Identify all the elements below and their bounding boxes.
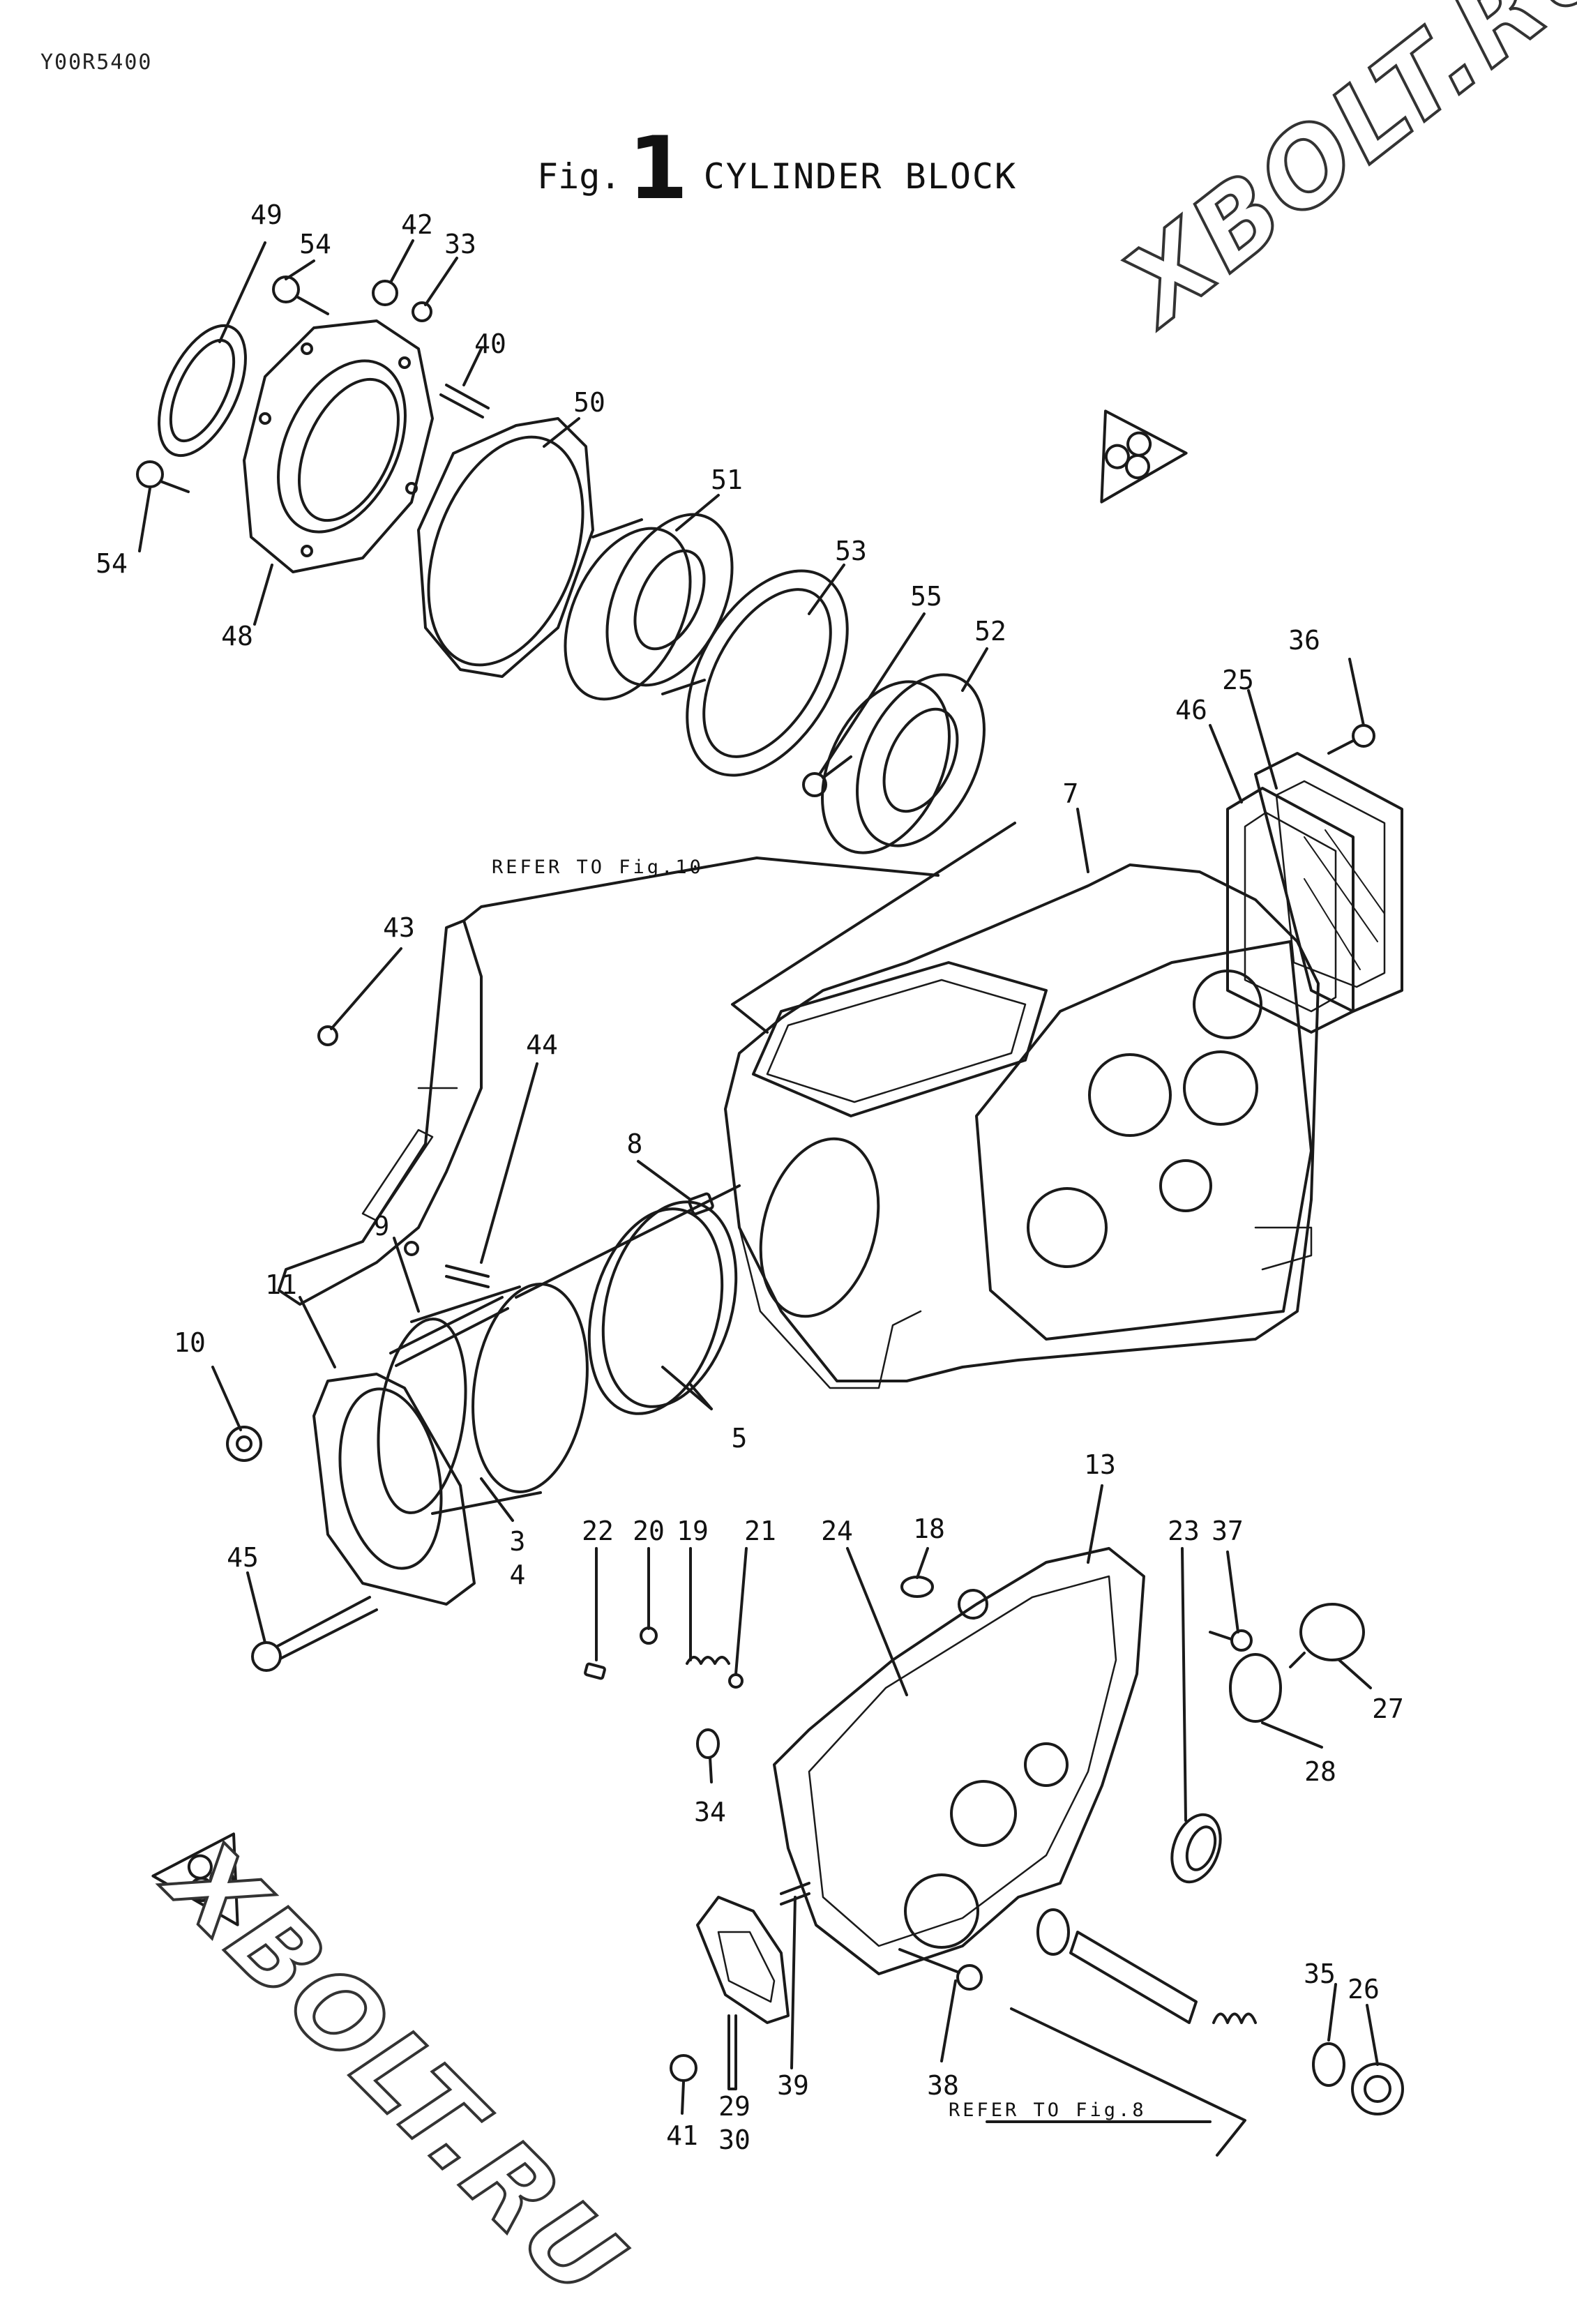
callout-46: 46 (1175, 695, 1207, 725)
callout-35: 35 (1304, 1959, 1336, 1989)
ball-21 (728, 1673, 744, 1689)
gasket-50 (417, 417, 594, 678)
gasket-11 (312, 1373, 476, 1606)
retainer-53 (686, 569, 849, 777)
callout-30: 30 (718, 2125, 750, 2155)
callout-9: 9 (373, 1211, 390, 1242)
callout-8: 8 (626, 1129, 643, 1159)
stud-9 (389, 1296, 509, 1367)
callout-7: 7 (1062, 778, 1079, 809)
callout-5: 5 (731, 1423, 748, 1454)
callout-10: 10 (174, 1327, 206, 1358)
bearing-52 (821, 673, 986, 854)
parts-diagram: Y00R5400 Fig.1 CYLINDER BLOCK (40, 0, 1577, 2324)
callout-4: 4 (509, 1560, 526, 1590)
document-code: Y00R5400 (40, 50, 153, 75)
callout-42: 42 (401, 209, 433, 240)
bolt-36 (1327, 724, 1375, 755)
figure-title: Fig.1 CYLINDER BLOCK (537, 119, 1017, 219)
gear-case-cover-13 (773, 1547, 1145, 1975)
callout-24: 24 (821, 1516, 853, 1546)
callout-50: 50 (573, 387, 605, 418)
plug-22 (584, 1662, 606, 1680)
callout-19: 19 (677, 1516, 709, 1546)
figure-prefix: Fig. (537, 156, 621, 197)
callout-21: 21 (744, 1516, 776, 1546)
callout-54-upper: 54 (299, 229, 331, 259)
filter-assembly (1036, 1908, 1404, 2115)
gasket-46 (1226, 787, 1355, 1034)
cap-18 (900, 1576, 934, 1598)
cover-29-30 (696, 1896, 790, 2024)
figure-number: 1 (628, 119, 688, 219)
callout-48: 48 (221, 621, 253, 651)
callout-52: 52 (974, 616, 1006, 647)
callout-18: 18 (913, 1514, 945, 1544)
stud-44 (445, 1265, 490, 1288)
o-ring-28 (1229, 1653, 1282, 1723)
bolt-38 (898, 1948, 983, 1991)
bolt-37 (1209, 1629, 1253, 1652)
nut-42 (372, 280, 398, 306)
callout-49: 49 (250, 199, 282, 230)
callout-29: 29 (718, 2091, 750, 2122)
callout-39: 39 (777, 2070, 809, 2101)
callout-27: 27 (1372, 1693, 1404, 1724)
bolt-54-lower (136, 460, 190, 493)
reference-fig8: REFER TO Fig.8 (949, 2099, 1147, 2121)
callout-26: 26 (1348, 1974, 1380, 2005)
cylinder-block-7 (724, 863, 1320, 1389)
bracket-43 (278, 919, 483, 1306)
callout-38: 38 (927, 2070, 959, 2101)
callout-3: 3 (509, 1526, 526, 1557)
callout-25: 25 (1222, 665, 1254, 695)
nut-41 (670, 2054, 697, 2082)
seal-23 (1170, 1813, 1222, 1884)
callout-45: 45 (227, 1542, 259, 1573)
callout-37: 37 (1212, 1516, 1244, 1546)
nut-10 (226, 1426, 262, 1462)
bearing-51 (564, 513, 734, 701)
callout-22: 22 (582, 1516, 614, 1546)
callout-41: 41 (666, 2120, 698, 2151)
callout-51: 51 (711, 465, 743, 495)
reference-fig10: REFER TO Fig.10 (492, 857, 704, 878)
washer-20 (640, 1627, 658, 1645)
callout-33: 33 (444, 229, 476, 259)
bolt-55 (802, 755, 852, 797)
callout-11: 11 (265, 1269, 297, 1300)
bearing-housing-48 (243, 319, 434, 573)
cover-plate-25 (1254, 752, 1403, 1013)
logo-mark-lower (151, 1832, 239, 1926)
bolt-45 (251, 1596, 378, 1672)
stud-40 (439, 384, 490, 418)
callout-34: 34 (694, 1797, 726, 1827)
o-rings-5 (587, 1200, 738, 1415)
washer-33 (412, 301, 432, 322)
callout-23: 23 (1168, 1516, 1200, 1546)
exploded-view-drawing (136, 239, 1404, 2157)
o-ring-34 (696, 1728, 720, 1759)
callout-13: 13 (1084, 1449, 1116, 1480)
callout-40: 40 (474, 329, 506, 359)
bolt-54-upper (272, 276, 329, 315)
callout-53: 53 (835, 536, 867, 566)
callout-44: 44 (526, 1029, 558, 1060)
spring-19 (686, 1656, 730, 1665)
callout-55: 55 (910, 581, 942, 612)
callout-36: 36 (1288, 625, 1320, 656)
callout-28: 28 (1304, 1756, 1336, 1787)
callout-43: 43 (383, 912, 415, 943)
oil-filler-cap-27 (1289, 1603, 1365, 1668)
figure-name: CYLINDER BLOCK (703, 156, 1018, 197)
callout-20: 20 (633, 1516, 665, 1546)
callout-54-lower: 54 (96, 548, 128, 579)
leader-lines (138, 239, 1379, 2157)
logo-mark-upper (1100, 409, 1188, 504)
oil-seal-49 (158, 324, 247, 458)
